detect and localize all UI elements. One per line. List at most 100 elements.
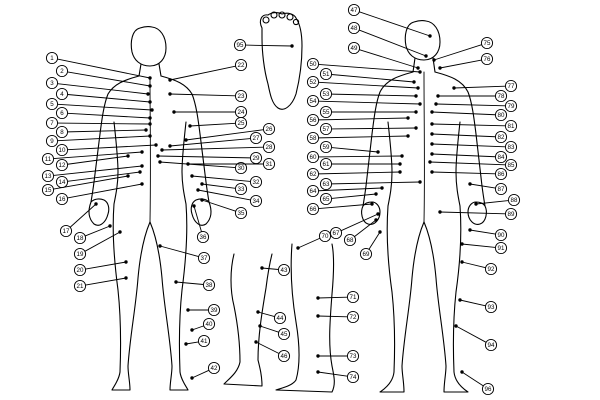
leader-line-11 [53, 151, 143, 160]
point-marker-59 [376, 150, 380, 154]
point-marker-65 [374, 192, 378, 196]
label-number-86: 86 [498, 171, 505, 178]
label-number-10: 10 [59, 147, 66, 154]
acupoint-callout-41: 41 [184, 334, 211, 348]
leader-line-17 [69, 203, 97, 228]
point-marker-60 [400, 154, 404, 158]
acupoint-callout-20: 20 [73, 260, 128, 277]
point-marker-92 [460, 260, 464, 264]
label-number-15: 15 [45, 187, 52, 194]
leader-line-30 [159, 161, 236, 169]
acupoint-callout-29: 29 [156, 151, 263, 165]
label-badge-69 [359, 247, 373, 261]
label-number-79: 79 [508, 103, 515, 110]
point-marker-40 [190, 328, 194, 332]
acupoint-callout-40: 40 [190, 317, 216, 332]
label-badge-86 [494, 167, 508, 181]
leader-line-41 [185, 341, 199, 345]
acupoint-callout-72: 72 [316, 310, 360, 324]
acupoint-callout-27: 27 [168, 131, 263, 148]
label-number-25: 25 [238, 120, 245, 127]
point-marker-31 [186, 162, 190, 166]
label-number-48: 48 [351, 25, 358, 32]
label-badge-85 [504, 158, 518, 172]
point-marker-71 [316, 296, 320, 300]
label-badge-19 [73, 247, 87, 261]
point-marker-3 [146, 92, 150, 96]
label-number-18: 18 [77, 235, 84, 242]
label-badge-83 [504, 140, 518, 154]
leader-line-45 [259, 325, 279, 333]
label-badge-38 [202, 278, 216, 292]
label-badge-22 [234, 58, 248, 72]
point-marker-43 [260, 266, 264, 270]
acupoint-callout-69: 69 [359, 230, 382, 261]
leader-line-74 [317, 371, 348, 377]
point-marker-95 [290, 44, 294, 48]
leader-line-83 [431, 143, 506, 148]
label-badge-63 [319, 177, 333, 191]
label-number-17: 17 [63, 228, 70, 235]
label-number-6: 6 [60, 110, 64, 117]
point-marker-39 [186, 308, 190, 312]
leader-line-12 [67, 155, 129, 165]
label-number-59: 59 [323, 144, 330, 151]
label-badge-94 [484, 338, 498, 352]
acupoint-callout-4: 4 [55, 87, 152, 104]
label-badge-61 [319, 157, 333, 171]
acupoint-callout-60: 60 [306, 150, 404, 164]
point-marker-52 [416, 86, 420, 90]
leader-line-13 [53, 165, 143, 176]
acupoint-callout-74: 74 [316, 370, 360, 384]
leader-line-49 [359, 49, 419, 69]
point-marker-29 [156, 154, 160, 158]
label-number-87: 87 [498, 186, 505, 193]
point-marker-10 [154, 143, 158, 147]
label-badge-73 [346, 349, 360, 363]
point-marker-79 [434, 102, 438, 106]
label-badge-12 [55, 158, 69, 172]
leader-line-32 [191, 175, 251, 182]
leader-line-96 [461, 371, 484, 387]
label-number-34: 34 [253, 198, 260, 205]
leader-line-3 [57, 83, 149, 95]
point-marker-35 [200, 198, 204, 202]
label-badge-50 [306, 57, 320, 71]
acupoint-callout-38: 38 [174, 278, 216, 292]
point-marker-36 [192, 204, 196, 208]
point-marker-38 [174, 280, 178, 284]
acupoint-callout-16: 16 [55, 182, 144, 206]
label-number-38: 38 [206, 282, 213, 289]
label-number-36: 36 [200, 234, 207, 241]
label-number-24: 24 [238, 109, 245, 116]
point-marker-5 [150, 108, 154, 112]
point-marker-1 [148, 76, 152, 80]
label-number-73: 73 [350, 353, 357, 360]
label-number-46: 46 [281, 353, 288, 360]
label-badge-15 [41, 183, 55, 197]
acupoint-callout-22: 22 [168, 58, 248, 82]
label-number-64: 64 [310, 188, 317, 195]
leader-line-44 [257, 311, 275, 317]
leader-line-53 [331, 93, 417, 97]
label-number-47: 47 [351, 7, 358, 14]
label-number-52: 52 [310, 79, 317, 86]
leader-line-91 [461, 243, 496, 248]
point-marker-94 [454, 324, 458, 328]
acupoint-callout-49: 49 [347, 41, 420, 70]
acupoint-callout-53: 53 [319, 87, 418, 101]
label-badge-34 [249, 194, 263, 208]
acupoint-callout-39: 39 [186, 303, 221, 317]
acupoint-callout-14: 14 [55, 170, 142, 189]
leader-line-20 [85, 261, 127, 270]
label-number-61: 61 [323, 161, 330, 168]
label-number-54: 54 [310, 98, 317, 105]
acupoint-callout-78: 78 [436, 89, 508, 103]
point-marker-48 [424, 54, 428, 58]
label-number-37: 37 [201, 255, 208, 262]
label-number-91: 91 [498, 245, 505, 252]
acupoint-callout-54: 54 [306, 94, 422, 108]
label-number-65: 65 [323, 196, 330, 203]
label-number-55: 55 [323, 109, 330, 116]
leader-line-1 [57, 58, 151, 79]
